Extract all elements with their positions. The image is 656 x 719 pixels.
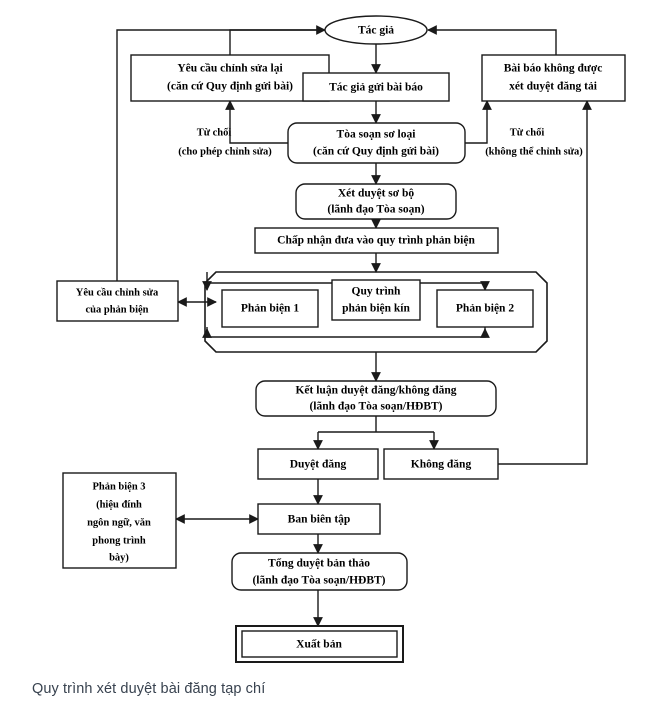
- connector-rejected-to-not-accepted: [498, 100, 592, 465]
- node-reviewer-revision-line1: Yêu cầu chỉnh sửa: [76, 287, 159, 298]
- node-author[interactable]: Tác giả: [324, 15, 428, 45]
- node-editorial-screening[interactable]: Tòa soạn sơ loại (căn cứ Quy định gửi bà…: [287, 122, 466, 164]
- node-reviewer-3-line2: (hiệu đính: [96, 499, 142, 510]
- node-preliminary-review-line1: Xét duyệt sơ bộ: [338, 188, 415, 200]
- node-reviewer-3-line5: bày): [109, 552, 129, 563]
- node-publish[interactable]: Xuất bản: [235, 625, 404, 663]
- node-not-accepted-line1: Bài báo không được: [504, 63, 603, 75]
- edge-label-reject-allow-edit: Từ chối (cho phép chỉnh sửa): [178, 127, 272, 157]
- node-editorial-board-label: Ban biên tập: [288, 514, 351, 526]
- connector-reviewer2-to-collect: [376, 327, 486, 338]
- connector-screening-to-revision-request: [225, 100, 288, 144]
- node-reviewer-3-line1: Phản biện 3: [92, 481, 145, 492]
- node-conclusion-line2: (lãnh đạo Tòa soạn/HĐBT): [309, 401, 442, 413]
- node-not-accepted-line2: xét duyệt đăng tải: [509, 81, 598, 93]
- node-reviewer-2[interactable]: Phản biện 2: [436, 289, 534, 328]
- journal-review-flowchart: Tác giả Yêu cầu chỉnh sửa lại (căn cứ Qu…: [56, 15, 626, 663]
- connector-not-accepted-to-author: [427, 25, 557, 55]
- review-group-container: [204, 271, 548, 353]
- node-reviewer-1[interactable]: Phản biện 1: [221, 289, 319, 328]
- node-not-accepted[interactable]: Bài báo không được xét duyệt đăng tải: [481, 54, 626, 102]
- node-editorial-screening-line2: (căn cứ Quy định gửi bài): [313, 146, 439, 158]
- node-approved-label: Duyệt đăng: [290, 459, 347, 471]
- node-final-approval-line2: (lãnh đạo Tòa soạn/HĐBT): [252, 575, 385, 587]
- node-reviewer-3[interactable]: Phản biện 3 (hiệu đính ngôn ngữ, văn pho…: [62, 472, 177, 569]
- node-author-submits[interactable]: Tác giả gửi bài báo: [302, 72, 450, 102]
- node-editorial-screening-line1: Tòa soạn sơ loại: [337, 129, 417, 141]
- node-revision-request-line2: (căn cứ Quy định gửi bài): [167, 81, 293, 93]
- node-blind-review-line1: Quy trình: [352, 286, 401, 298]
- edge-label-reject-no-edit-line1: Từ chối: [510, 127, 545, 138]
- node-reviewer-1-label: Phản biện 1: [241, 303, 299, 315]
- node-accept-to-review-label: Chấp nhận đưa vào quy trình phản biện: [277, 234, 475, 247]
- node-publish-label: Xuất bản: [296, 638, 342, 651]
- node-blind-review-line2: phản biện kín: [342, 303, 410, 315]
- node-rejected-label: Không đăng: [411, 459, 472, 471]
- node-author-label: Tác giả: [358, 25, 394, 37]
- node-reviewer-3-line3: ngôn ngữ, văn: [87, 517, 151, 528]
- connector-screening-to-not-accepted: [465, 100, 492, 144]
- node-approved[interactable]: Duyệt đăng: [257, 448, 379, 480]
- edge-label-reject-no-edit: Từ chối (không thể chỉnh sửa): [485, 127, 583, 157]
- figure-caption: Quy trình xét duyệt bài đăng tạp chí: [32, 681, 266, 697]
- node-rejected[interactable]: Không đăng: [383, 448, 499, 480]
- node-reviewer-2-label: Phản biện 2: [456, 303, 514, 315]
- connector-reviewer1-to-collect: [206, 327, 376, 338]
- node-blind-review[interactable]: Quy trình phản biện kín: [331, 279, 421, 321]
- node-editorial-board[interactable]: Ban biên tập: [257, 503, 381, 535]
- connector-revision-request-to-author: [229, 25, 326, 55]
- node-revision-request-line1: Yêu cầu chỉnh sửa lại: [177, 62, 283, 75]
- node-author-submits-label: Tác giả gửi bài báo: [329, 82, 423, 94]
- edge-label-reject-allow-edit-line2: (cho phép chỉnh sửa): [178, 146, 272, 157]
- node-conclusion-line1: Kết luận duyệt đăng/không đăng: [295, 384, 456, 397]
- node-preliminary-review[interactable]: Xét duyệt sơ bộ (lãnh đạo Tòa soạn): [295, 183, 457, 220]
- node-reviewer-revision-line2: của phản biện: [85, 304, 148, 315]
- connector-reviewer-revision-to-author: [116, 29, 325, 281]
- edge-label-reject-no-edit-line2: (không thể chỉnh sửa): [485, 146, 583, 157]
- node-reviewer-3-line4: phong trình: [92, 535, 146, 546]
- node-accept-to-review[interactable]: Chấp nhận đưa vào quy trình phản biện: [254, 227, 499, 254]
- node-reviewer-revision-request[interactable]: Yêu cầu chỉnh sửa của phản biện: [56, 280, 179, 322]
- node-final-approval-line1: Tổng duyệt bản thảo: [268, 557, 370, 570]
- node-preliminary-review-line2: (lãnh đạo Tòa soạn): [327, 204, 424, 216]
- node-final-approval[interactable]: Tổng duyệt bản thảo (lãnh đạo Tòa soạn/H…: [231, 552, 408, 591]
- node-conclusion[interactable]: Kết luận duyệt đăng/không đăng (lãnh đạo…: [255, 380, 497, 417]
- edge-label-reject-allow-edit-line1: Từ chối: [197, 127, 232, 138]
- node-revision-request[interactable]: Yêu cầu chỉnh sửa lại (căn cứ Quy định g…: [130, 54, 330, 102]
